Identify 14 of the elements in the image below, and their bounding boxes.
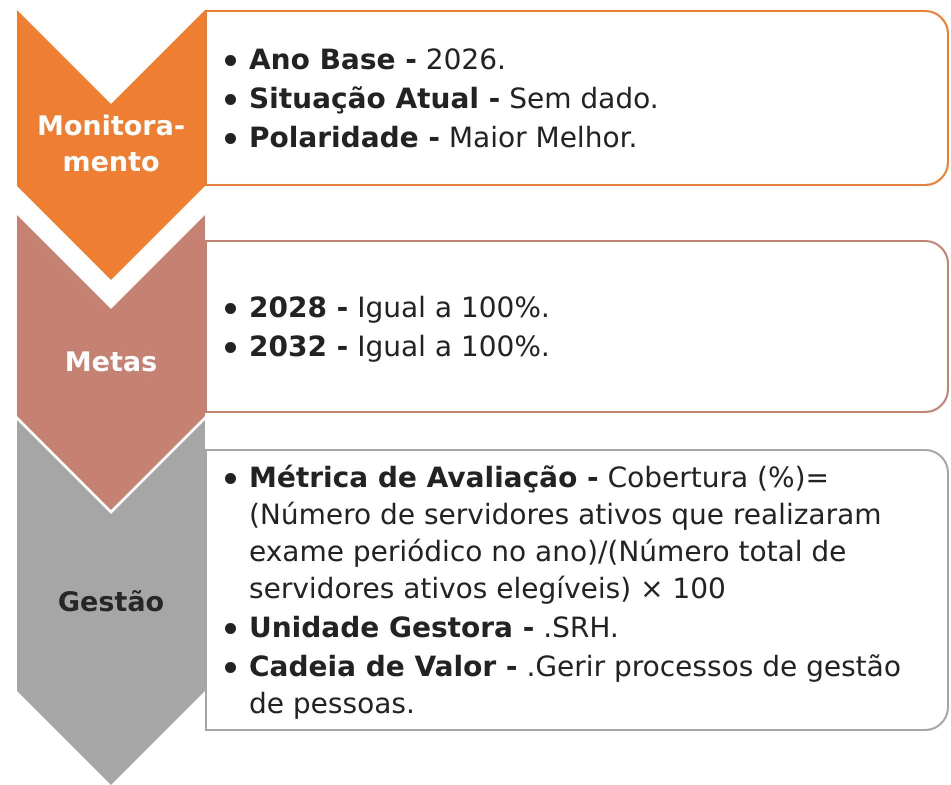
stage-label: Monitora-mento — [36, 110, 186, 180]
content-panel — [205, 240, 949, 413]
bullet-item: Cadeia de Valor - .Gerir processos de gestão de pessoas. — [221, 648, 943, 722]
content-panel — [205, 449, 949, 731]
bullet-item: Situação Atual - Sem dado. — [221, 80, 943, 116]
bullet-item: 2028 - Igual a 100%. — [221, 288, 943, 326]
bullet-item: Ano Base - 2026. — [221, 40, 943, 78]
bullet-item: Polaridade - Maior Melhor. — [221, 118, 943, 156]
bullet-item: Métrica de Avaliação - Cobertura (%)= (Número de servidores ativos que realizaram exame periódico no ano)/(Número total de servidores ativos elegíveis) × 100 — [221, 458, 943, 606]
bullet-item: Unidade Gestora - .SRH. — [221, 608, 943, 646]
stage-label: Gestão — [56, 586, 166, 620]
stage-label: Metas — [64, 346, 158, 380]
bullet-item: 2032 - Igual a 100%. — [221, 328, 943, 364]
content-panel — [205, 10, 949, 186]
